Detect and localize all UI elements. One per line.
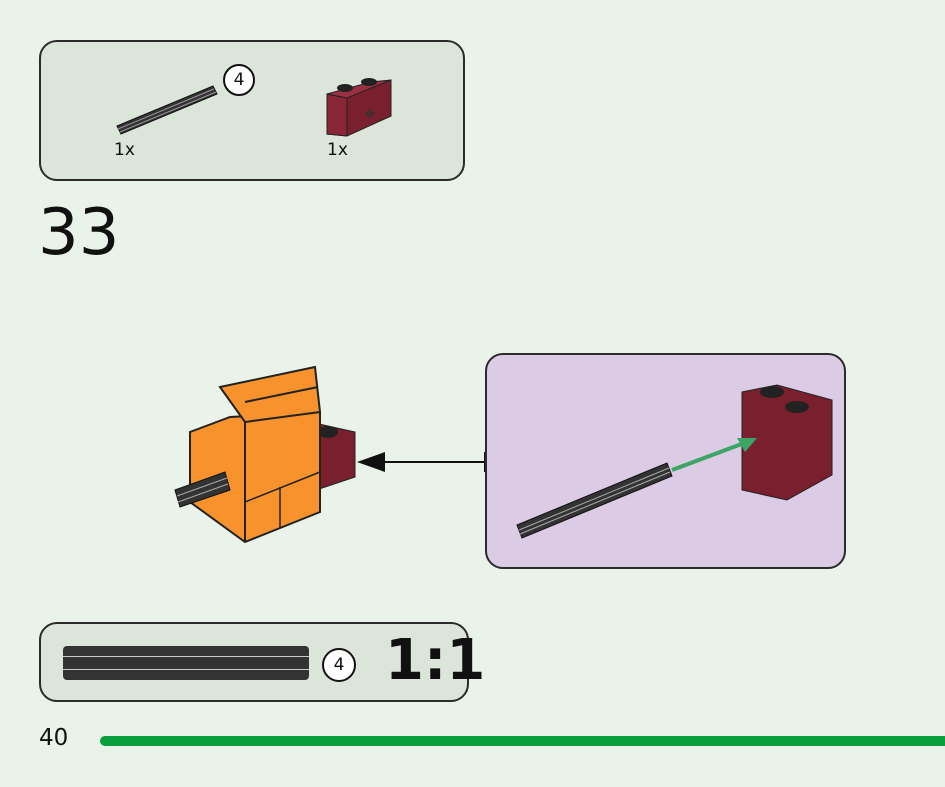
axle-quantity: 1x (114, 140, 135, 160)
page-accent-bar (100, 736, 945, 746)
step-number: 33 (38, 196, 120, 270)
axle-insertion-image (516, 384, 833, 539)
brick-quantity: 1x (327, 140, 348, 160)
axle-part-image (116, 85, 218, 135)
assembly-arrow (357, 452, 486, 472)
axle-scale-image (63, 646, 309, 680)
parts-list-panel: 4 1x ✤ 1x (39, 40, 465, 181)
axle-length: 4 (233, 70, 245, 90)
svg-text:✤: ✤ (365, 107, 375, 121)
scale-label: 1:1 (385, 628, 486, 693)
axle-length-badge: 4 (223, 64, 255, 96)
axle-length: 4 (333, 655, 345, 675)
technic-brick-part-image: ✤ (326, 78, 392, 137)
assembly-model-image (174, 365, 356, 544)
axle-length-callout: 4 1:1 (39, 622, 485, 702)
sub-assembly-callout (485, 353, 846, 569)
axle-length-badge: 4 (322, 648, 356, 682)
page-number: 40 (39, 725, 69, 751)
